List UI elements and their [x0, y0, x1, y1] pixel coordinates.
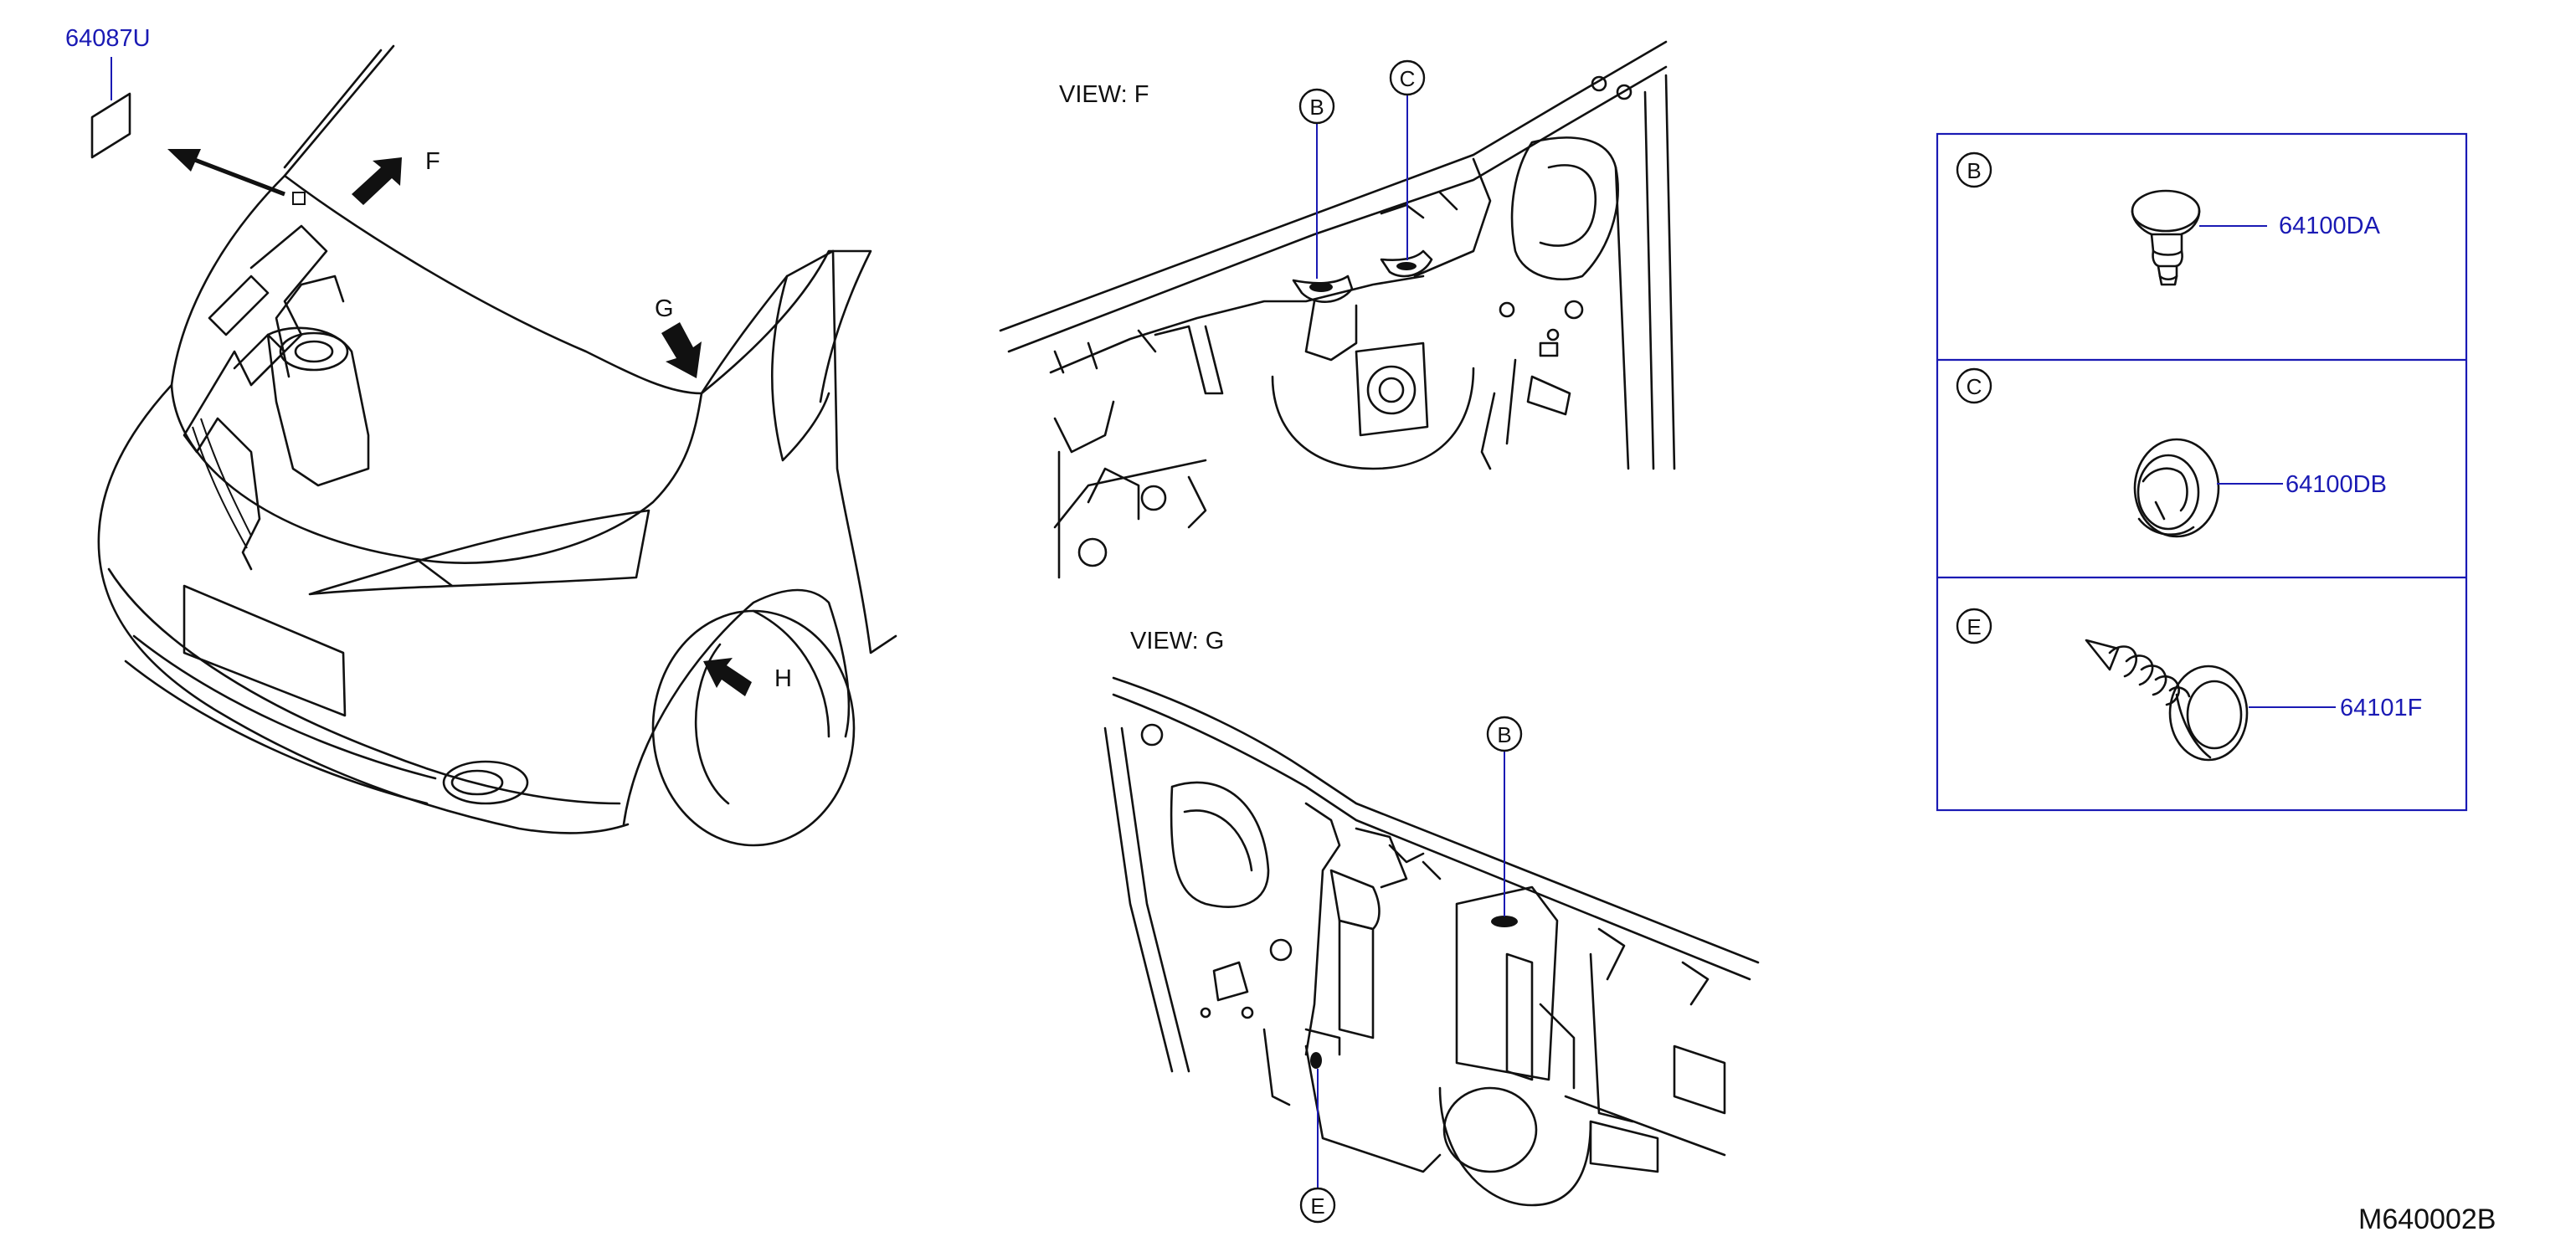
part-number-64100da[interactable]: 64100DA [2279, 213, 2381, 239]
legend-circle-e [1956, 608, 1992, 644]
view-arrow-label-g: G [655, 295, 674, 322]
part-number-64101f[interactable]: 64101F [2340, 695, 2422, 721]
part-number-64100db[interactable]: 64100DB [2285, 471, 2387, 498]
callout-label-view-f-c[interactable]: C [1400, 66, 1416, 91]
view-arrow-label-f: F [425, 148, 440, 175]
view-f-panel-drawing [999, 40, 1676, 579]
view-g-title: VIEW: G [1130, 628, 1224, 654]
diagram-code: M640002B [2358, 1204, 2496, 1235]
part-number-64087u[interactable]: 64087U [65, 25, 151, 52]
label-position-marker [292, 192, 306, 205]
callout-circle-view-g-e [1299, 1187, 1336, 1224]
callout-circle-view-g-b [1486, 716, 1523, 752]
callout-circle-view-f-c [1389, 59, 1426, 96]
callout-circle-view-f-b [1298, 88, 1335, 125]
legend-circle-c [1956, 367, 1992, 404]
grommet-64100db-illustration [2133, 438, 2220, 538]
vehicle-front-illustration [90, 44, 897, 847]
view-arrow-label-h: H [774, 665, 792, 692]
legend-label-e: E [1967, 614, 1981, 639]
push-clip-64100da-illustration [2131, 189, 2201, 286]
legend-label-c: C [1967, 374, 1982, 399]
callout-label-view-g-e[interactable]: E [1310, 1193, 1324, 1219]
view-g-panel-drawing [1103, 676, 1760, 1207]
legend-label-b: B [1967, 158, 1981, 183]
view-arrow-g [661, 322, 702, 378]
parts-legend-box [1936, 132, 2468, 812]
legend-circle-b [1956, 151, 1992, 188]
trim-clip-64101f-illustration [2085, 639, 2249, 762]
label-location-arrow [167, 149, 285, 197]
view-f-title: VIEW: F [1059, 81, 1149, 108]
view-arrow-f [352, 157, 402, 205]
callout-label-view-g-b[interactable]: B [1497, 722, 1511, 747]
view-arrow-h [703, 658, 752, 696]
callout-label-view-f-b[interactable]: B [1309, 95, 1324, 120]
